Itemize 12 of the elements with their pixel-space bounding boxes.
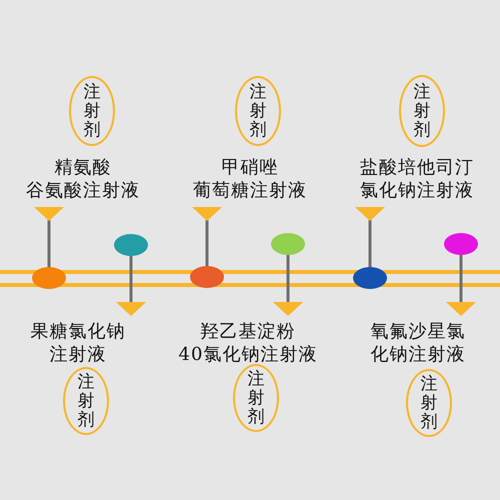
drug-name: 精氨酸谷氨酸注射液 bbox=[26, 156, 140, 202]
oval-label: 注射剂 bbox=[69, 76, 115, 146]
drug-name: 盐酸培他司汀氯化钠注射液 bbox=[360, 156, 474, 202]
oval-label: 注射剂 bbox=[406, 369, 452, 437]
drug-name: 甲硝唑葡萄糖注射液 bbox=[193, 156, 307, 202]
oval-label: 注射剂 bbox=[233, 364, 279, 432]
oval-label: 注射剂 bbox=[235, 76, 281, 146]
oval-label: 注射剂 bbox=[399, 75, 445, 147]
oval-label: 注射剂 bbox=[63, 367, 109, 435]
drug-name: 果糖氯化钠注射液 bbox=[30, 320, 126, 366]
drug-name: 氧氟沙星氯化钠注射液 bbox=[370, 320, 466, 366]
drug-name: 羟乙基淀粉40氯化钠注射液 bbox=[178, 320, 318, 366]
